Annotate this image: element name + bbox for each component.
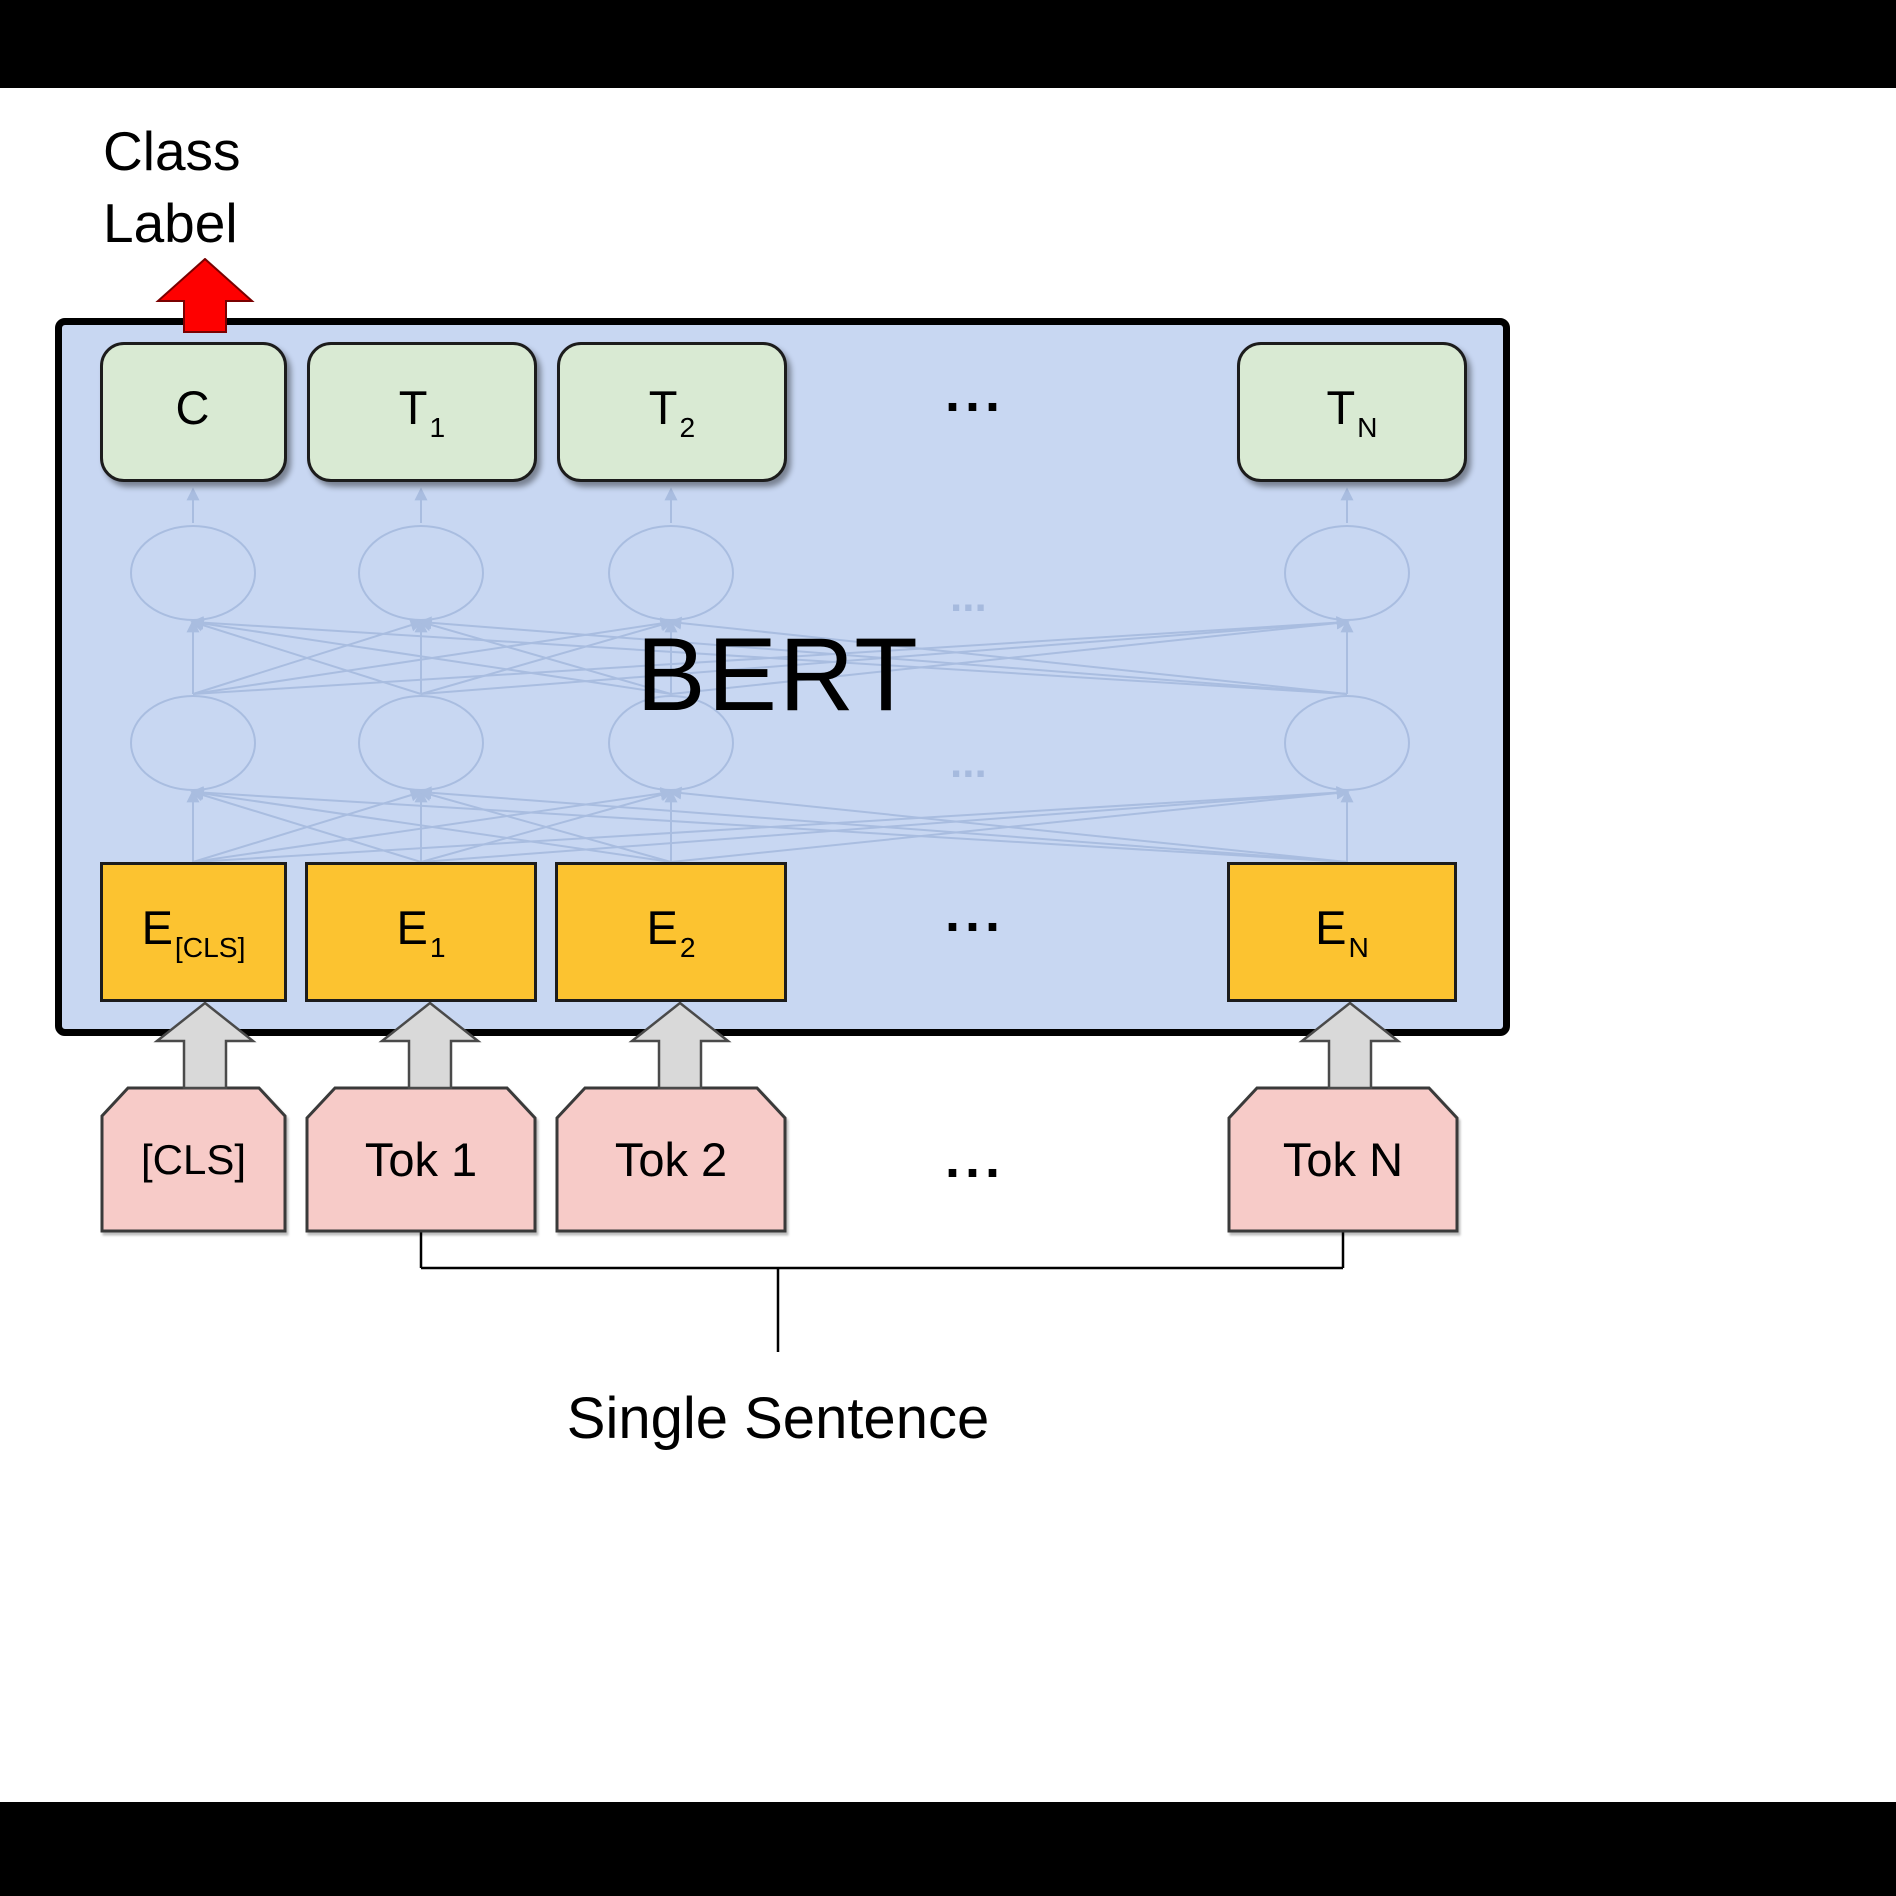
input-box-tok2-shape <box>555 1086 787 1233</box>
output-box-tn: TN <box>1237 342 1467 482</box>
input-arrow-icon-tok2 <box>628 1002 732 1090</box>
bottom-letterbox-bar <box>0 1802 1896 1896</box>
output-box-c: C <box>100 342 287 482</box>
embedding-box-e2-label: E2 <box>646 901 696 963</box>
embedding-box-cls: E[CLS] <box>100 862 287 1002</box>
input-box-tok1-label: Tok 1 <box>364 1133 478 1186</box>
class-label-line1: Class <box>103 120 241 182</box>
embedding-box-e1: E1 <box>305 862 537 1002</box>
input-box-tok2: Tok 2 <box>555 1086 787 1233</box>
input-box-cls-label: [CLS] <box>140 1135 247 1183</box>
input-arrow-icon-tokn <box>1298 1002 1402 1090</box>
class-label: Class Label <box>103 116 241 259</box>
output-box-tn-label: TN <box>1326 381 1378 443</box>
output-box-t1-label: T1 <box>398 381 446 443</box>
input-box-tokn: Tok N <box>1227 1086 1459 1233</box>
input-ellipsis: ... <box>944 1129 1005 1189</box>
bert-title: BERT <box>636 617 920 733</box>
input-box-tok1: Tok 1 <box>305 1086 537 1233</box>
sentence-bracket <box>419 1232 1345 1352</box>
embedding-box-cls-label: E[CLS] <box>141 901 246 963</box>
class-label-line2: Label <box>103 191 238 254</box>
class-label-arrow-icon <box>155 258 255 333</box>
input-box-cls: [CLS] <box>100 1086 287 1233</box>
embedding-ellipsis: ... <box>944 883 1005 943</box>
output-box-t1: T1 <box>307 342 537 482</box>
input-box-tok1-shape <box>305 1086 537 1233</box>
output-box-t2-label: T2 <box>648 381 696 443</box>
input-box-cls-shape <box>100 1086 287 1233</box>
network-ellipsis-top: ... <box>950 572 987 621</box>
output-ellipsis: ... <box>944 363 1005 423</box>
embedding-box-en-label: EN <box>1315 901 1369 963</box>
embedding-box-e2: E2 <box>555 862 787 1002</box>
single-sentence-label: Single Sentence <box>566 1386 990 1451</box>
output-box-c-label: C <box>175 381 210 435</box>
network-ellipsis-bottom: ... <box>950 738 987 787</box>
top-letterbox-bar <box>0 0 1896 88</box>
input-arrow-icon-tok1 <box>378 1002 482 1090</box>
input-arrow-icon-cls <box>153 1002 257 1090</box>
embedding-box-e1-label: E1 <box>396 901 446 963</box>
input-box-tokn-label: Tok N <box>1282 1133 1404 1186</box>
input-box-tokn-shape <box>1227 1086 1459 1233</box>
input-box-tok2-label: Tok 2 <box>614 1133 728 1186</box>
embedding-box-en: EN <box>1227 862 1457 1002</box>
output-box-t2: T2 <box>557 342 787 482</box>
